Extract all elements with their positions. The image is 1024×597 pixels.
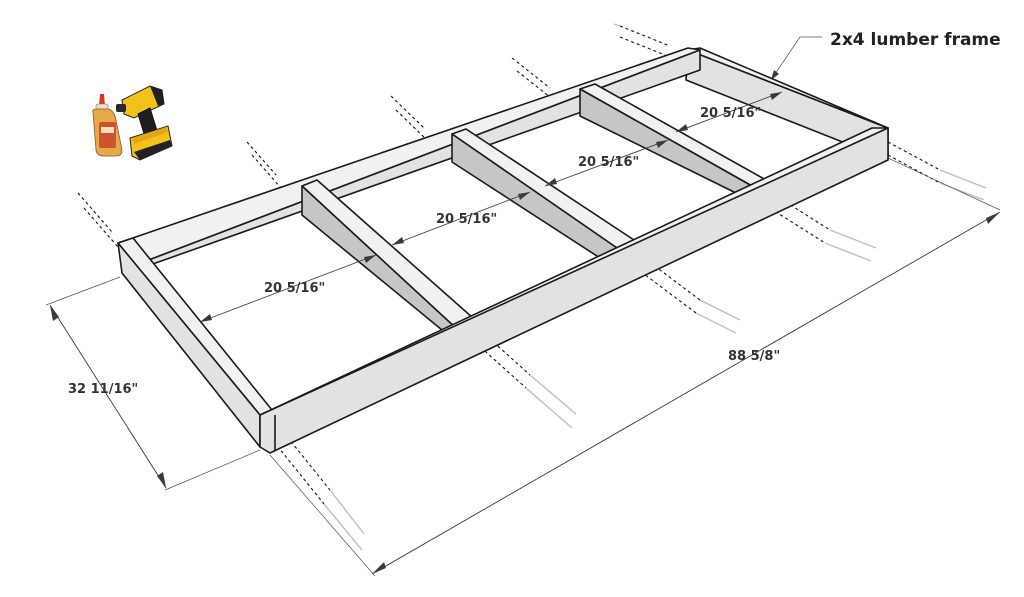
cordless-drill-icon: [116, 85, 173, 161]
joist-2: [451, 128, 635, 249]
spacing-dimension-3: [544, 139, 669, 187]
callout-leader: [770, 36, 822, 81]
joist-1: [301, 179, 474, 331]
spacing-dimension-1: [199, 254, 377, 323]
width-dimension: [45, 276, 261, 491]
spacing-label-4: 20 5/16": [700, 106, 761, 121]
callout-label: 2x4 lumber frame: [830, 30, 1001, 50]
spacing-label-3: 20 5/16": [578, 155, 639, 170]
spacing-dimension-4: [675, 91, 783, 133]
length-dimension: [269, 157, 1001, 577]
spacing-label-2: 20 5/16": [436, 212, 497, 227]
callout-arrowhead: [771, 70, 779, 80]
left-end-board: [117, 237, 273, 416]
length-label: 88 5/8": [728, 349, 780, 364]
spacing-label-1: 20 5/16": [264, 281, 325, 296]
spacing-dimension-2: [391, 191, 531, 246]
wood-glue-bottle-icon: [92, 94, 123, 157]
width-label: 32 11/16": [68, 382, 138, 397]
lumber-frame: [117, 47, 889, 454]
